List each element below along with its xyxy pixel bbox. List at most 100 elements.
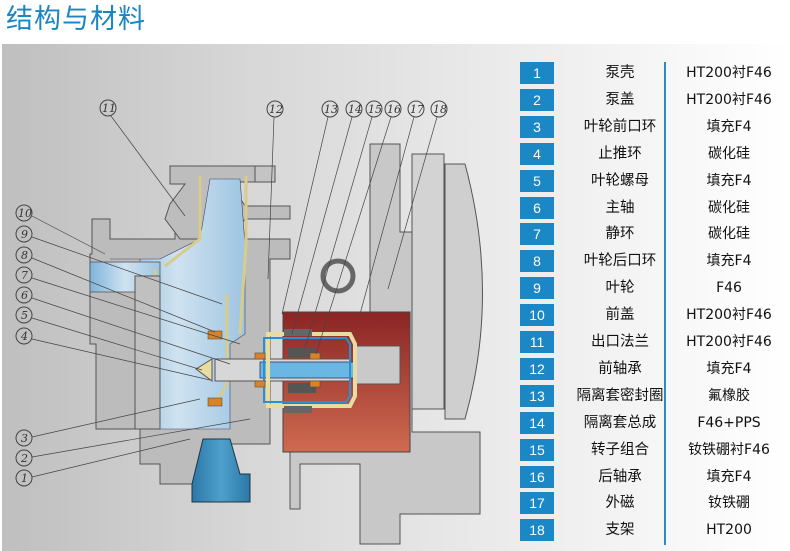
part-name: 主轴 [605, 199, 635, 216]
svg-text:14: 14 [348, 103, 362, 116]
svg-text:15: 15 [368, 103, 382, 116]
part-number-badge: 5 [520, 169, 554, 192]
svg-text:12: 12 [269, 103, 283, 116]
svg-text:6: 6 [21, 289, 28, 302]
part-number-badge: 2 [520, 88, 554, 111]
part-name: 止推环 [598, 145, 642, 162]
svg-text:1: 1 [21, 472, 28, 485]
part-number-badge: 14 [520, 411, 554, 434]
callout-13: 13 [281, 100, 339, 315]
sleeve-liner [263, 337, 351, 403]
isolation-sleeve-14 [266, 332, 357, 408]
callout-8: 8 [15, 246, 216, 333]
table-row: 10 前盖 HT200衬F46 [520, 304, 790, 327]
part-name: 出口法兰 [591, 334, 649, 350]
part-material: 钕铁硼 [708, 495, 750, 512]
outer-magnet-top [284, 329, 312, 336]
svg-text:11: 11 [102, 102, 116, 115]
part-material: 氟橡胶 [708, 387, 750, 404]
part-number-badge: 15 [520, 438, 554, 461]
callout-12: 12 [266, 100, 284, 280]
table-row: 7 静环 碳化硅 [520, 223, 790, 246]
outer-magnet-bottom [284, 406, 312, 413]
part-name: 静环 [605, 226, 635, 243]
bearings [207, 330, 321, 407]
part-name: 转子组合 [591, 441, 649, 458]
part-material: 碳化硅 [708, 226, 750, 243]
part-material: F46 [716, 280, 742, 297]
front-cover-10 [134, 275, 161, 430]
callout-5: 5 [15, 306, 203, 371]
callout-4: 4 [15, 327, 211, 381]
callout-11: 11 [99, 99, 186, 217]
part-number-badge: 16 [520, 465, 554, 488]
pump-cross-section-diagram: 11 12 13 14 15 16 17 18 10 9 8 7 6 5 4 3… [15, 99, 483, 545]
lifting-eye [320, 258, 356, 294]
callout-10: 10 [15, 204, 106, 255]
callout-16: 16 [315, 100, 402, 355]
svg-text:8: 8 [21, 249, 28, 262]
part-number-badge: 4 [520, 142, 554, 165]
part-name: 前轴承 [598, 360, 642, 377]
part-number-badge: 11 [520, 331, 554, 353]
base-foot [191, 438, 251, 503]
svg-text:3: 3 [21, 432, 28, 445]
svg-text:13: 13 [324, 103, 338, 116]
table-row: 16 后轴承 填充F4 [520, 465, 790, 488]
callout-17: 17 [359, 100, 425, 315]
part-number-badge: 1 [520, 62, 554, 84]
callout-1: 1 [15, 438, 191, 487]
part-number-badge: 12 [520, 357, 554, 380]
table-row: 4 止推环 碳化硅 [520, 142, 790, 165]
callout-18: 18 [387, 100, 448, 290]
table-row: 8 叶轮后口环 填充F4 [520, 250, 790, 273]
part-number-badge: 9 [520, 277, 554, 300]
svg-text:7: 7 [21, 269, 28, 282]
part-material: 碳化硅 [708, 145, 750, 162]
callout-9: 9 [15, 225, 223, 305]
part-material: F46+PPS [697, 414, 761, 431]
part-number-badge: 7 [520, 223, 554, 246]
part-material: 填充F4 [706, 118, 752, 135]
part-number-badge: 17 [520, 492, 554, 515]
svg-text:4: 4 [20, 330, 28, 343]
table-row: 12 前轴承 填充F4 [520, 357, 790, 380]
part-number-badge: 8 [520, 250, 554, 273]
part-name: 叶轮前口环 [583, 118, 657, 135]
part-material: 填充F4 [706, 253, 752, 270]
part-number-badge: 18 [520, 519, 554, 542]
svg-text:9: 9 [21, 228, 28, 241]
rotor-magnet-top [288, 347, 316, 357]
svg-text:16: 16 [387, 103, 401, 116]
callout-15: 15 [304, 100, 383, 349]
part-name: 后轴承 [598, 468, 642, 485]
part-material: HT200衬F46 [686, 307, 772, 324]
part-name: 叶轮后口环 [583, 253, 657, 270]
part-material: 填充F4 [706, 360, 752, 377]
svg-text:18: 18 [433, 103, 447, 116]
part-number-badge: 10 [520, 304, 554, 327]
part-material: 填充F4 [706, 468, 752, 485]
callout-2: 2 [15, 418, 251, 467]
callouts: 11 12 13 14 15 16 17 18 10 9 8 7 6 5 4 3… [15, 99, 448, 487]
part-name: 隔离套密封圈 [576, 387, 664, 404]
svg-text:5: 5 [21, 309, 28, 322]
part-name: 泵盖 [605, 91, 635, 108]
part-material: HT200衬F46 [686, 65, 772, 81]
part-number-badge: 6 [520, 196, 554, 219]
svg-text:17: 17 [410, 103, 424, 116]
callout-6: 6 [15, 286, 231, 365]
table-divider [664, 62, 666, 545]
part-name: 前盖 [605, 307, 635, 324]
